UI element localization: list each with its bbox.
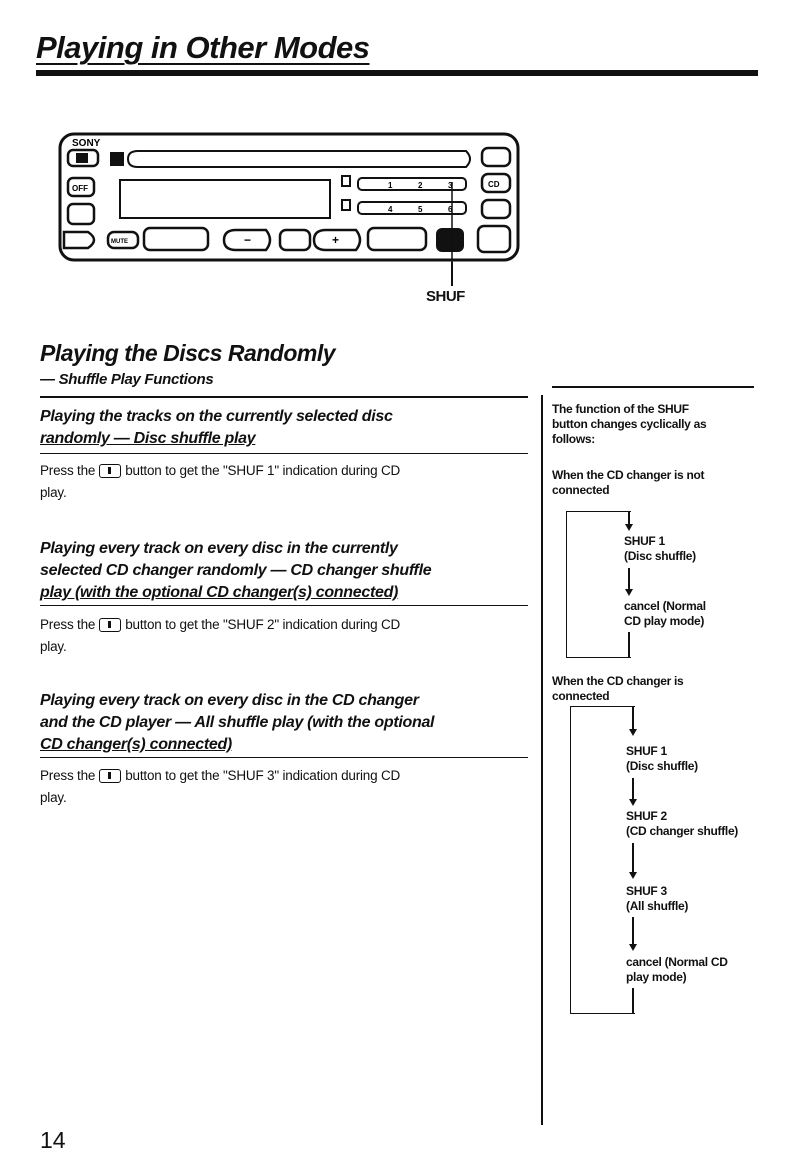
mute-button-label: MUTE bbox=[111, 239, 128, 245]
sidebar-intro: The function of the SHUF button changes … bbox=[552, 402, 707, 446]
shuf-button-icon bbox=[99, 769, 122, 784]
section-subtitle: — Shuffle Play Functions bbox=[40, 371, 214, 388]
flow-2-step-2: SHUF 2 (CD changer shuffle) bbox=[626, 809, 739, 838]
flow-2-step-4: cancel (Normal CD play mode) bbox=[626, 955, 728, 984]
flow-1-step-1: SHUF 1 (Disc shuffle) bbox=[624, 534, 696, 563]
flow-arrow bbox=[629, 944, 637, 951]
preset-1-label: 1 bbox=[388, 181, 393, 190]
flow-arrow bbox=[629, 729, 637, 736]
preset-6-label: 6 bbox=[448, 205, 453, 214]
shuf-button-icon bbox=[99, 618, 122, 633]
shuf-callout-label: SHUF bbox=[426, 288, 465, 305]
item-3-rule bbox=[40, 757, 528, 758]
brand-logo: SONY bbox=[72, 138, 101, 149]
flow-arrow bbox=[629, 799, 637, 806]
item-1-rule bbox=[40, 453, 528, 454]
item-2-rule bbox=[40, 605, 528, 606]
preset-5-label: 5 bbox=[418, 205, 423, 214]
column-divider bbox=[541, 395, 543, 1125]
flow-2-loop bbox=[570, 706, 635, 1014]
title-rule bbox=[36, 70, 758, 76]
preset-3-label: 3 bbox=[448, 181, 453, 190]
item-1-heading: Playing the tracks on the currently sele… bbox=[40, 408, 393, 447]
shuf-callout-line bbox=[451, 262, 453, 286]
section-rule bbox=[40, 396, 528, 398]
cd-button-label: CD bbox=[488, 180, 500, 189]
svg-text:+: + bbox=[332, 233, 339, 247]
svg-text:−: − bbox=[244, 233, 251, 247]
sidebar-rule bbox=[552, 386, 754, 388]
sidebar-case2-title: When the CD changer is connected bbox=[552, 674, 684, 703]
off-button-label: OFF bbox=[72, 184, 88, 193]
car-stereo-faceplate-diagram: SONY OFF 1 2 3 4 5 6 CD MUTE − + bbox=[58, 132, 520, 262]
shuf-button-icon bbox=[99, 464, 122, 479]
sidebar-case1-title: When the CD changer is not connected bbox=[552, 468, 705, 497]
preset-4-label: 4 bbox=[388, 205, 393, 214]
item-2-heading: Playing every track on every disc in the… bbox=[40, 540, 432, 601]
flow-2-step-3: SHUF 3 (All shuffle) bbox=[626, 884, 689, 913]
flow-arrow bbox=[625, 524, 633, 531]
item-3-heading: Playing every track on every disc in the… bbox=[40, 692, 435, 753]
flow-arrow bbox=[625, 589, 633, 596]
preset-2-label: 2 bbox=[418, 181, 423, 190]
page-title: Playing in Other Modes bbox=[36, 30, 370, 65]
flow-arrow bbox=[629, 872, 637, 879]
flow-1-loop bbox=[566, 511, 631, 658]
section-title: Playing the Discs Randomly bbox=[40, 340, 336, 366]
page-number: 14 bbox=[40, 1127, 66, 1153]
flow-2-step-1: SHUF 1 (Disc shuffle) bbox=[626, 744, 698, 773]
flow-1-step-2: cancel (Normal CD play mode) bbox=[624, 599, 706, 628]
